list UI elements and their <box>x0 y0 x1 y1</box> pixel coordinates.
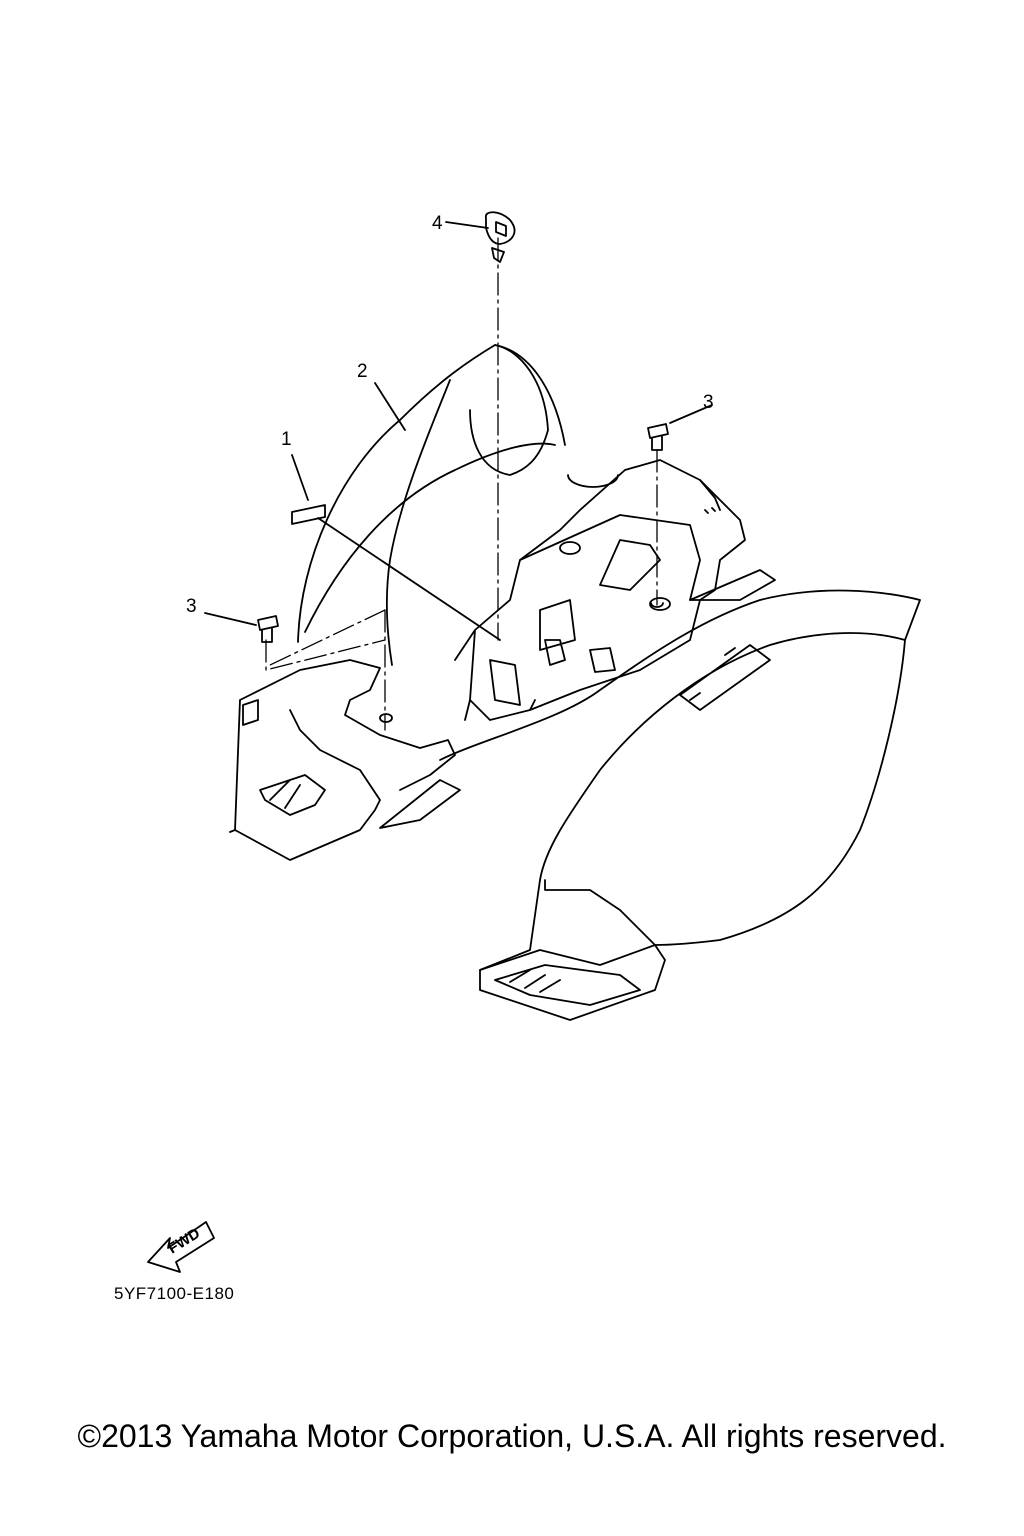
label-part-1 <box>291 504 326 525</box>
leader-3-left <box>204 612 257 626</box>
left-footwell <box>229 659 456 861</box>
left-fender <box>297 344 566 666</box>
fwd-arrow: FWD <box>147 1221 215 1273</box>
copyright-notice: ©2013 Yamaha Motor Corporation, U.S.A. A… <box>77 1418 947 1454</box>
callout-number: 1 <box>281 429 292 450</box>
callout-number: 3 <box>703 392 714 413</box>
clip-part-4 <box>485 211 516 263</box>
leader-3-right <box>669 404 713 424</box>
callout-number: 3 <box>186 596 197 617</box>
right-fender <box>379 569 921 946</box>
callout-number: 2 <box>357 361 368 382</box>
leader-2 <box>374 382 406 431</box>
right-footwell <box>479 944 656 1006</box>
leader-4 <box>445 221 489 229</box>
reference-code: 5YF7100-E180 <box>114 1284 235 1303</box>
callout-number: 4 <box>432 213 443 234</box>
seat-box <box>454 459 746 721</box>
fwd-label: FWD <box>165 1225 203 1258</box>
bolt-part-3-right <box>647 423 669 451</box>
bolt-part-3-left <box>257 615 279 643</box>
leader-1 <box>291 454 501 641</box>
